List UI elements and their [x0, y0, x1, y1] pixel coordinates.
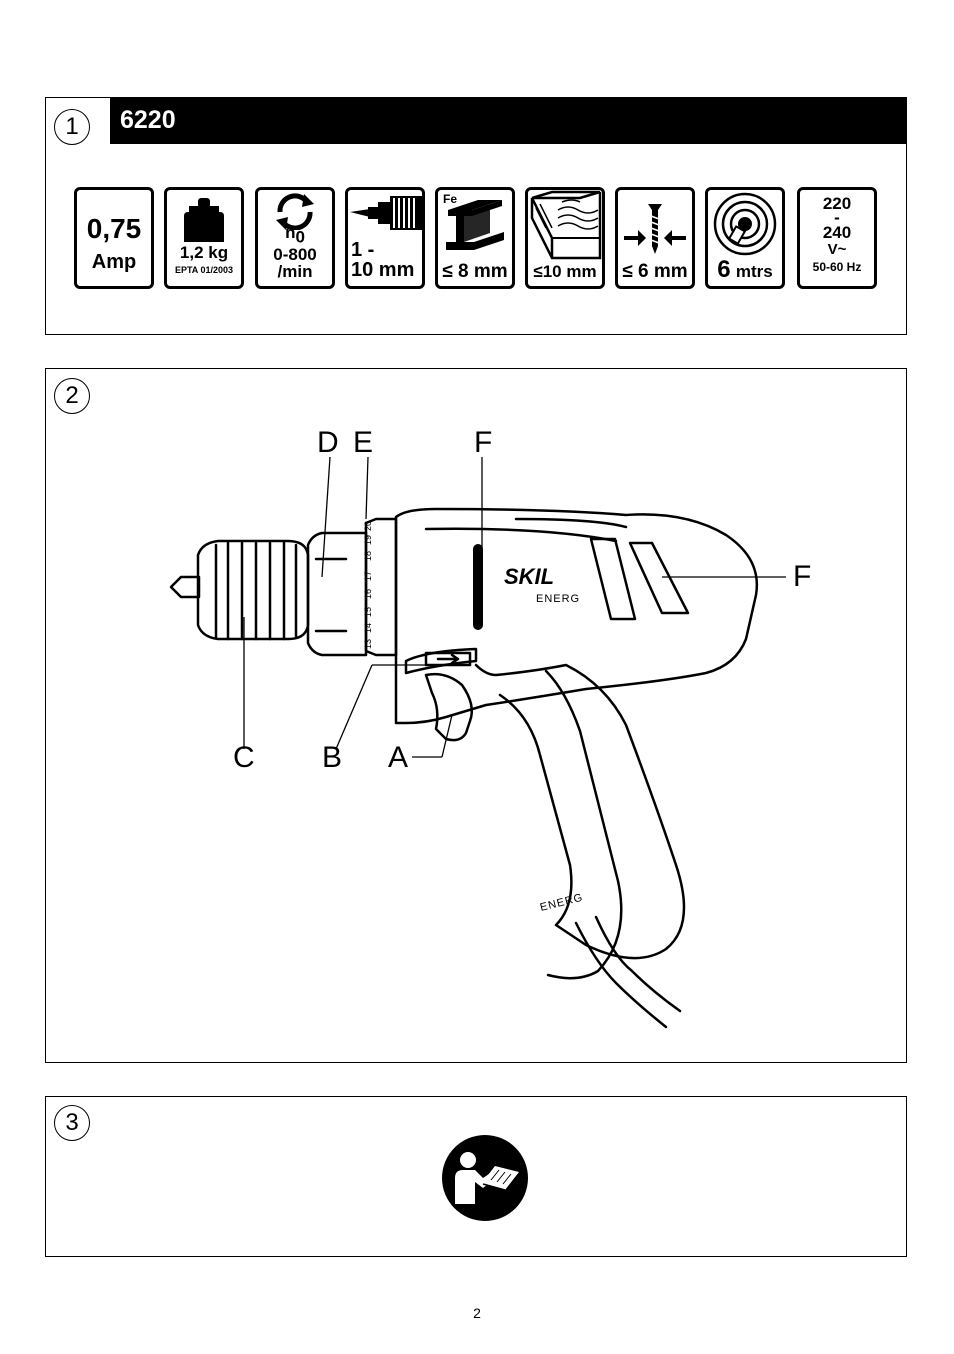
- wood-capacity-box: ≤10 mm: [525, 187, 605, 289]
- page-number: 2: [473, 1305, 481, 1321]
- power-unit: Amp: [91, 251, 137, 273]
- voltage-line-2: -: [834, 208, 840, 227]
- read-manual-icon: [442, 1135, 528, 1221]
- speed-box: n0 0-800 /min: [255, 187, 335, 289]
- weight-icon: [184, 198, 224, 242]
- voltage-line-4: V~: [827, 241, 847, 258]
- steel-value: ≤ 8 mm: [442, 261, 508, 282]
- callout-a: A: [388, 741, 409, 774]
- sub-brand-logo: ENERG: [536, 593, 580, 605]
- torque-20: 20: [363, 521, 373, 531]
- screw-capacity-box: ≤ 6 mm: [615, 187, 695, 289]
- cable-coil-icon: [713, 192, 777, 256]
- speed-unit: /min: [277, 262, 313, 282]
- voltage-freq: 50-60 Hz: [812, 260, 862, 274]
- voltage-line-1: 220: [822, 194, 852, 213]
- callout-e: E: [353, 426, 374, 459]
- chuck-line-2: 10 mm: [351, 259, 415, 281]
- callout-f-top: F: [474, 426, 493, 459]
- specs-panel: 1 6220 0,75 Amp 1,2 kg EPTA 01/2003 n0 0…: [45, 97, 907, 335]
- steel-beam-icon: [446, 200, 504, 250]
- brand-logo: SKIL: [504, 564, 554, 589]
- steel-capacity-box: Fe ≤ 8 mm: [435, 187, 515, 289]
- power-value: 0,75: [86, 213, 142, 244]
- screw-value: ≤ 6 mm: [622, 261, 688, 282]
- torque-16: 16: [363, 589, 373, 599]
- callout-f-side: F: [793, 560, 812, 593]
- wood-block-icon: [530, 190, 602, 260]
- torque-14: 14: [363, 623, 373, 633]
- screw-icon: [624, 204, 686, 254]
- read-manual-panel: 3: [45, 1096, 907, 1257]
- weight-value: 1,2 kg: [179, 243, 229, 262]
- voltage-line-3: 240: [822, 223, 852, 242]
- tool-diagram-panel: 2: [45, 368, 907, 1063]
- panel-number-1: 1: [54, 109, 90, 145]
- panel-number-2: 2: [54, 378, 90, 414]
- steel-label: Fe: [443, 192, 458, 206]
- speed-symbol: n0: [258, 223, 332, 247]
- drill-illustration: SKIL ENERG ENERG 13 14 15 16 17 18 19 20: [169, 456, 786, 1029]
- model-title: 6220: [110, 98, 906, 144]
- panel-number-3: 3: [54, 1105, 90, 1141]
- torque-15: 15: [363, 607, 373, 617]
- rotation-icon: [276, 193, 314, 230]
- power-rating-box: 0,75 Amp: [74, 187, 154, 289]
- torque-13: 13: [363, 639, 373, 649]
- chuck-capacity-box: 1 - 10 mm: [345, 187, 425, 289]
- torque-19: 19: [363, 535, 373, 545]
- speed-n: n: [285, 223, 296, 242]
- cable-length: 6: [717, 256, 731, 283]
- cable-length-box: 6 mtrs: [705, 187, 785, 289]
- voltage-box: 220 - 240 V~ 50-60 Hz: [797, 187, 877, 289]
- speed-n-sub: 0: [295, 227, 305, 247]
- speed-value: 0-800: [273, 245, 317, 265]
- handle-logo: ENERG: [539, 892, 585, 914]
- cable-unit: mtrs: [735, 262, 773, 281]
- torque-17: 17: [363, 571, 373, 581]
- weight-box: 1,2 kg EPTA 01/2003: [164, 187, 244, 289]
- callout-b: B: [322, 741, 343, 774]
- callout-c: C: [233, 741, 255, 774]
- cable-value: 6 mtrs: [708, 258, 782, 282]
- wood-value: ≤10 mm: [533, 262, 597, 281]
- chuck-line-1: 1 -: [351, 239, 375, 261]
- weight-note: EPTA 01/2003: [174, 265, 234, 275]
- drill-chuck-icon: [350, 196, 422, 230]
- callout-d: D: [317, 426, 339, 459]
- torque-18: 18: [363, 551, 373, 561]
